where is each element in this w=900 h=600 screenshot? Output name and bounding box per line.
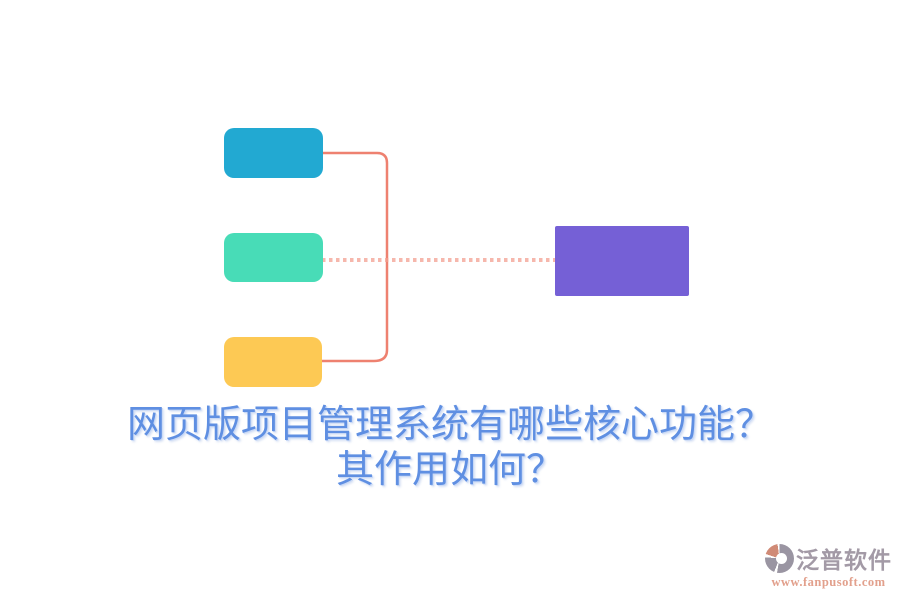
mindmap-branch-node-middle <box>224 233 323 282</box>
title-line-2: 其作用如何？ <box>335 449 564 491</box>
watermark: 泛普软件 www.fanpusoft.com <box>765 541 892 590</box>
mindmap-branch-node-bottom <box>224 337 322 387</box>
watermark-url: www.fanpusoft.com <box>771 575 886 589</box>
mindmap-root-node <box>555 226 689 296</box>
infographic-title: 网页版项目管理系统有哪些核心功能？ 其作用如何？ <box>0 403 900 493</box>
bracket-connector-line <box>320 151 389 363</box>
watermark-brand-row: 泛普软件 <box>765 541 892 575</box>
watermark-brand-name: 泛普软件 <box>796 548 892 573</box>
mindmap-branch-node-top <box>224 128 323 178</box>
title-line-1: 网页版项目管理系统有哪些核心功能？ <box>126 404 773 446</box>
fanpu-pie-logo-icon <box>765 543 794 573</box>
